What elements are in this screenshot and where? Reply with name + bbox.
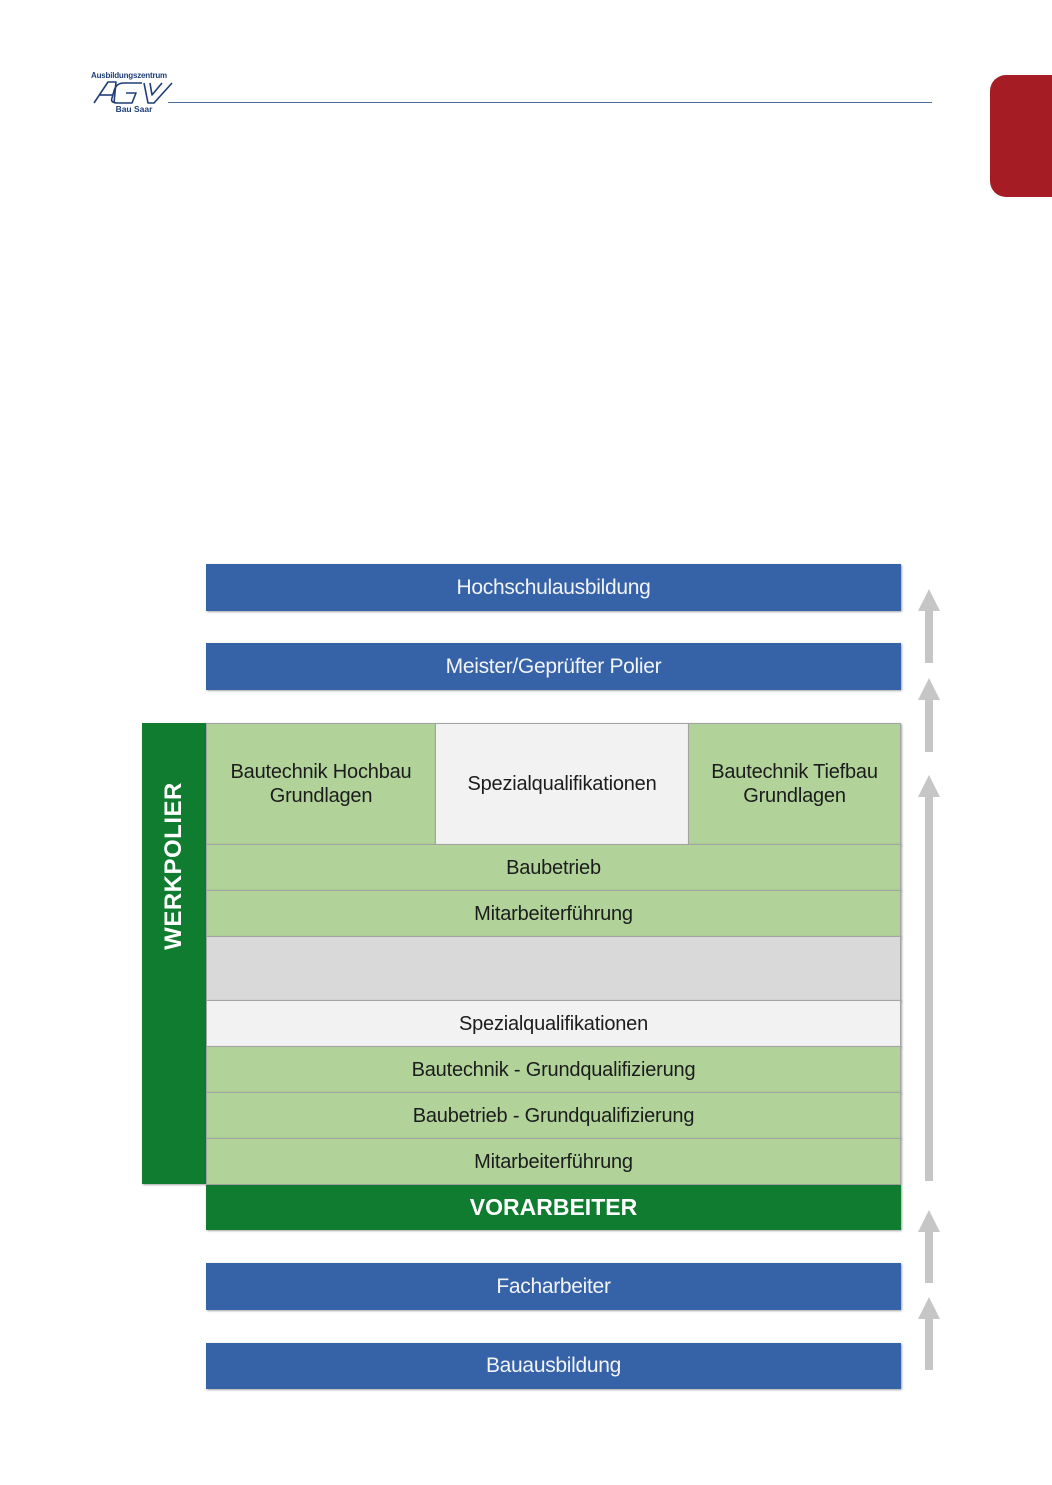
werkpolier-label: WERKPOLIER [160,781,187,950]
module-label: Mitarbeiterführung [474,902,633,925]
module-spezialqualifikationen: Spezialqualifikationen [206,1000,901,1047]
arrow-up-icon [918,1210,940,1283]
arrow-up-icon [918,589,940,663]
module-bautechnik-hochbau: Bautechnik Hochbau Grundlagen [206,723,436,845]
level-meister: Meister/Geprüfter Polier [206,643,901,690]
module-label: Spezialqualifikationen [467,773,657,795]
module-label: Mitarbeiterführung [474,1150,633,1173]
module-spezialqualifikationen-top: Spezialqualifikationen [435,723,689,845]
module-label: Baubetrieb [506,856,601,879]
level-hochschulausbildung: Hochschulausbildung [206,564,901,611]
header-rule [168,102,932,103]
werkpolier-bar: WERKPOLIER [142,723,206,1184]
chapter-tab [990,75,1052,197]
module-bautechnik-tiefbau: Bautechnik Tiefbau Grundlagen [688,723,901,845]
module-label-line1: Bautechnik Hochbau [230,761,412,783]
arrow-up-icon [918,1297,940,1370]
logo-letter-a [93,81,117,104]
module-mitarbeiterfuehrung-grund: Mitarbeiterführung [206,1138,901,1185]
module-label: Spezialqualifikationen [458,1012,649,1035]
agv-logo-mark [93,81,173,104]
level-label: Bauausbildung [485,1354,622,1377]
logo-letter-v [143,82,173,104]
level-vorarbeiter: VORARBEITER [206,1185,901,1230]
level-label: Facharbeiter [496,1274,611,1298]
module-label-line2: Grundlagen [269,785,373,807]
logo-caption-bottom: Bau Saar [115,104,153,114]
module-bautechnik-grundqualifizierung: Bautechnik - Grundqualifizierung [206,1046,901,1093]
module-label: Bautechnik - Grundqualifizierung [411,1058,696,1081]
arrow-up-icon [918,775,940,1181]
level-label: Hochschulausbildung [456,575,651,599]
logo-letter-g [110,82,142,104]
logo-letter-v-inner [149,82,163,96]
module-label-line2: Grundlagen [743,785,846,807]
module-label: Baubetrieb - Grundqualifizierung [412,1104,695,1127]
level-facharbeiter: Facharbeiter [206,1263,901,1310]
module-empty-separator [206,936,901,1001]
module-label-line1: Bautechnik Tiefbau [711,761,878,783]
level-bauausbildung: Bauausbildung [206,1343,901,1389]
module-baubetrieb: Baubetrieb [206,844,901,891]
level-label: VORARBEITER [469,1194,638,1220]
logo-caption-top: Ausbildungszentrum [91,71,167,80]
level-label: Meister/Geprüfter Polier [445,654,662,678]
arrow-up-icon [918,678,940,752]
module-mitarbeiterfuehrung: Mitarbeiterführung [206,890,901,937]
module-baubetrieb-grundqualifizierung: Baubetrieb - Grundqualifizierung [206,1092,901,1139]
